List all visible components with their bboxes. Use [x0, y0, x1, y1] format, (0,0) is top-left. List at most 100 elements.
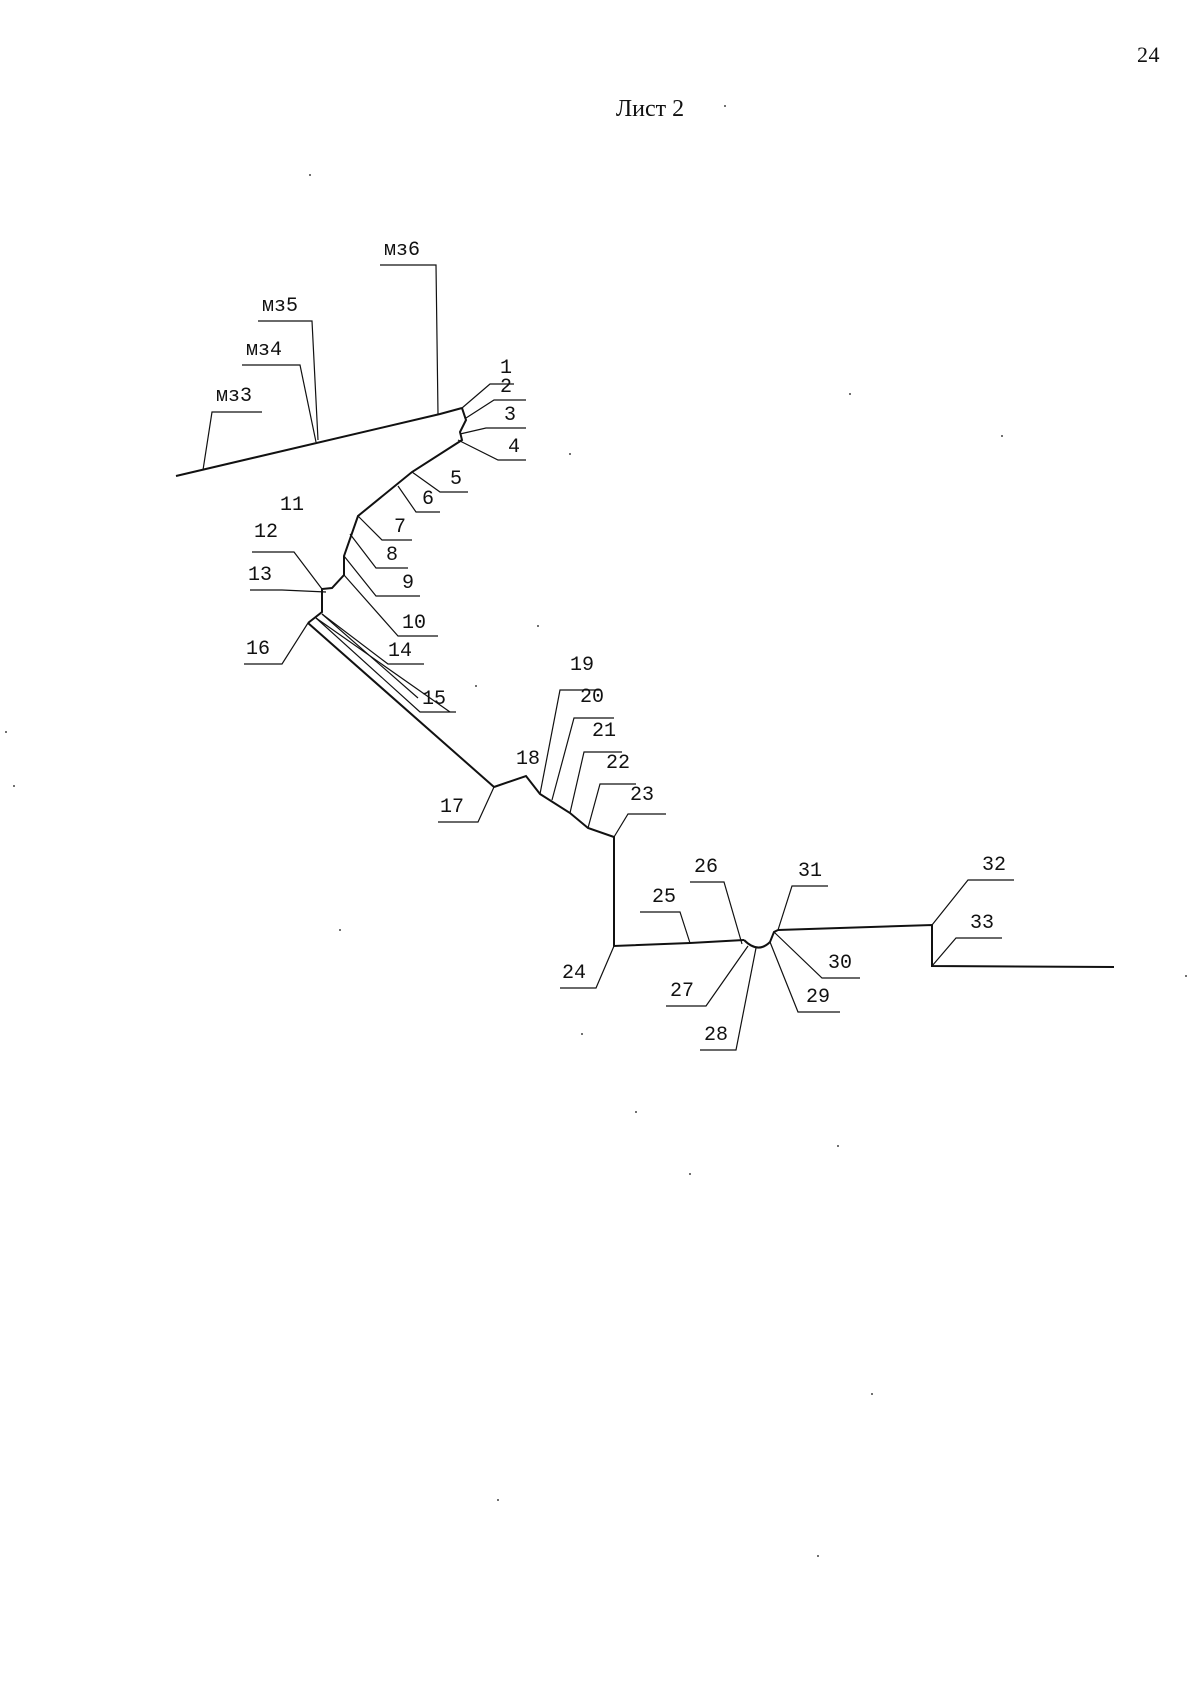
sheet-title: Лист 2: [615, 96, 685, 122]
label-31: 31: [798, 860, 822, 883]
scan-speck: [13, 785, 15, 787]
leader-mz4: [242, 364, 317, 443]
leader-7: [357, 515, 412, 541]
scan-speck: [1185, 975, 1187, 977]
label-3: 3: [504, 404, 516, 427]
leader-8: [349, 533, 408, 569]
scan-speck: [817, 1555, 819, 1557]
label-24: 24: [562, 962, 586, 985]
label-32: 32: [982, 854, 1006, 877]
scan-speck: [837, 1145, 839, 1147]
scan-speck: [581, 1033, 583, 1035]
leader-1: [461, 383, 514, 409]
scan-speck: [849, 393, 851, 395]
label-17: 17: [440, 796, 464, 819]
leader-12: [252, 551, 323, 590]
groove-arc: [743, 929, 779, 949]
scan-speck: [339, 929, 341, 931]
leader-25: [640, 911, 691, 944]
label-12: 12: [254, 521, 278, 544]
label-29: 29: [806, 986, 830, 1009]
label-9: 9: [402, 572, 414, 595]
leader-16: [244, 622, 309, 665]
leader-2: [465, 399, 526, 419]
label-mz5: мз5: [262, 295, 298, 318]
leader-19: [539, 689, 600, 795]
label-6: 6: [422, 488, 434, 511]
label-26: 26: [694, 856, 718, 879]
leader-31: [777, 885, 828, 931]
leader-33: [931, 937, 1002, 967]
label-25: 25: [652, 886, 676, 909]
leader-20: [551, 717, 614, 801]
label-18: 18: [516, 748, 540, 771]
scan-speck: [724, 105, 726, 107]
label-mz3: мз3: [216, 385, 252, 408]
label-8: 8: [386, 544, 398, 567]
label-19: 19: [570, 654, 594, 677]
leader-mz6: [380, 264, 439, 415]
scan-speck: [689, 1173, 691, 1175]
label-mz4: мз4: [246, 339, 282, 362]
slope-parallel-line-b: [315, 617, 451, 713]
leader-29: [769, 941, 840, 1013]
leader-5: [411, 471, 468, 493]
label-21: 21: [592, 720, 616, 743]
scan-speck: [1001, 435, 1003, 437]
leader-lines: [202, 264, 1014, 1051]
label-33: 33: [970, 912, 994, 935]
scan-speck: [497, 1499, 499, 1501]
leader-21: [569, 751, 622, 814]
label-4: 4: [508, 436, 520, 459]
scan-speck: [635, 1111, 637, 1113]
long-slope-line: [307, 622, 495, 788]
diagram-labels: мз3 мз4 мз5 мз6 1 2 3 4 5 6 7 8 9 10 11 …: [216, 239, 1006, 1047]
label-5: 5: [450, 468, 462, 491]
leader-6: [397, 485, 440, 513]
leader-28: [700, 947, 757, 1051]
scan-speck: [309, 174, 311, 176]
page-number: 24: [1137, 42, 1160, 67]
upper-flank-line: [175, 407, 463, 477]
label-1: 1: [500, 357, 512, 380]
label-22: 22: [606, 752, 630, 775]
label-20: 20: [580, 686, 604, 709]
label-27: 27: [670, 980, 694, 1003]
label-mz6: мз6: [384, 239, 420, 262]
scan-speck: [5, 731, 7, 733]
scan-specks: [5, 105, 1187, 1557]
label-7: 7: [394, 516, 406, 539]
leader-13: [250, 589, 327, 593]
label-2: 2: [500, 376, 512, 399]
leader-17: [438, 786, 495, 823]
label-23: 23: [630, 784, 654, 807]
leader-30: [773, 931, 860, 979]
label-13: 13: [248, 564, 272, 587]
leader-4: [457, 439, 526, 461]
scan-speck: [475, 685, 477, 687]
leader-23: [613, 813, 666, 838]
label-11: 11: [280, 494, 304, 517]
profile-outline: [175, 407, 1115, 968]
scan-speck: [569, 453, 571, 455]
leader-9: [343, 555, 420, 597]
leader-22: [587, 783, 636, 829]
scan-speck: [537, 625, 539, 627]
leader-27: [666, 945, 749, 1007]
profile-right-section: [777, 923, 1115, 968]
leader-mz3: [202, 411, 262, 471]
leader-10: [343, 574, 438, 637]
scan-speck: [871, 1393, 873, 1395]
leader-3: [459, 427, 526, 435]
leader-mz5: [258, 320, 319, 441]
label-30: 30: [828, 952, 852, 975]
leader-14: [321, 613, 424, 665]
leader-24: [560, 945, 615, 989]
label-10: 10: [402, 612, 426, 635]
label-28: 28: [704, 1024, 728, 1047]
leader-26: [690, 881, 743, 945]
label-15: 15: [422, 688, 446, 711]
label-16: 16: [246, 638, 270, 661]
leader-15: [315, 617, 456, 713]
